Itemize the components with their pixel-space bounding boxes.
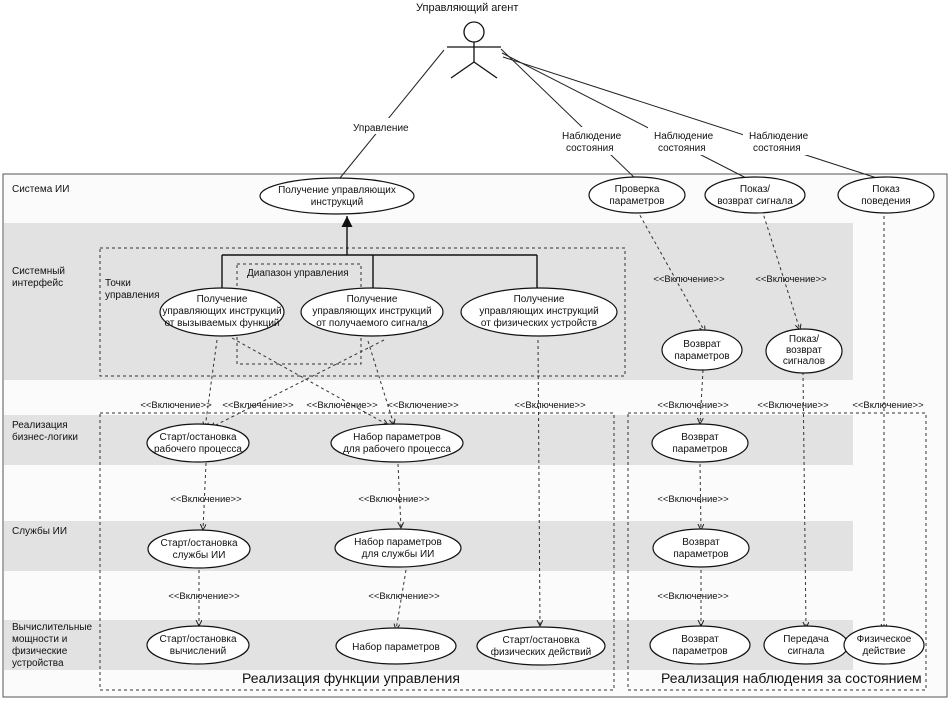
include-label: <<Включение>> (358, 494, 430, 505)
label-bg (556, 127, 626, 155)
control-points-box (99, 247, 626, 377)
label-bg (743, 127, 813, 155)
assoc-observe-label-2: Наблюдение (654, 130, 714, 142)
assoc-observe-label-3b: состояния (753, 143, 801, 154)
layer-label-services: Службы ИИ (12, 525, 67, 537)
include-labels: <<Включение>> <<Включение>> <<Включение>… (140, 274, 924, 602)
include-label: <<Включение>> (755, 274, 827, 285)
actor-stick-figure-icon (447, 21, 501, 79)
use-case-show-return-signal[interactable]: Показ/возврат сигнала (704, 176, 806, 214)
assoc-observe-label-1: Наблюдение (562, 130, 622, 142)
include-label: <<Включение>> (514, 400, 586, 411)
include-label: <<Включение>> (168, 591, 240, 602)
include-arrows (199, 209, 884, 630)
assoc-control-label: Управление (353, 123, 409, 134)
label-bg (648, 127, 718, 155)
actor-name: Управляющий агент (416, 2, 518, 14)
include-label: <<Включение>> (387, 400, 459, 411)
use-case-parameter-set[interactable]: Набор параметров (335, 627, 457, 665)
group-label-observe-impl: Реализация наблюдения за состоянием (661, 670, 922, 686)
assoc-observe-label-2b: состояния (658, 143, 706, 154)
include-label: <<Включение>> (222, 400, 294, 411)
assoc-observe-label-1b: состояния (566, 143, 614, 154)
svg-text:Набор параметров: Набор параметров (352, 641, 440, 653)
layer-label-system: Система ИИ (12, 184, 69, 195)
svg-text:Показ/возврат сигнала: Показ/возврат сигнала (717, 184, 793, 207)
generalization-connector (221, 216, 538, 290)
group-label-control-range: Диапазон управления (247, 268, 349, 279)
include-label: <<Включение>> (653, 274, 725, 285)
include-label: <<Включение>> (757, 400, 829, 411)
label-bg (345, 118, 417, 134)
actor-associations (339, 48, 881, 181)
include-label: <<Включение>> (852, 400, 924, 411)
include-label: <<Включение>> (657, 494, 729, 505)
include-label: <<Включение>> (368, 591, 440, 602)
include-label: <<Включение>> (170, 494, 242, 505)
include-label: <<Включение>> (140, 400, 212, 411)
include-label: <<Включение>> (306, 400, 378, 411)
include-label: <<Включение>> (657, 400, 729, 411)
include-label: <<Включение>> (657, 591, 729, 602)
group-label-control-impl: Реализация функции управления (242, 670, 460, 686)
assoc-observe-label-3: Наблюдение (749, 130, 809, 142)
